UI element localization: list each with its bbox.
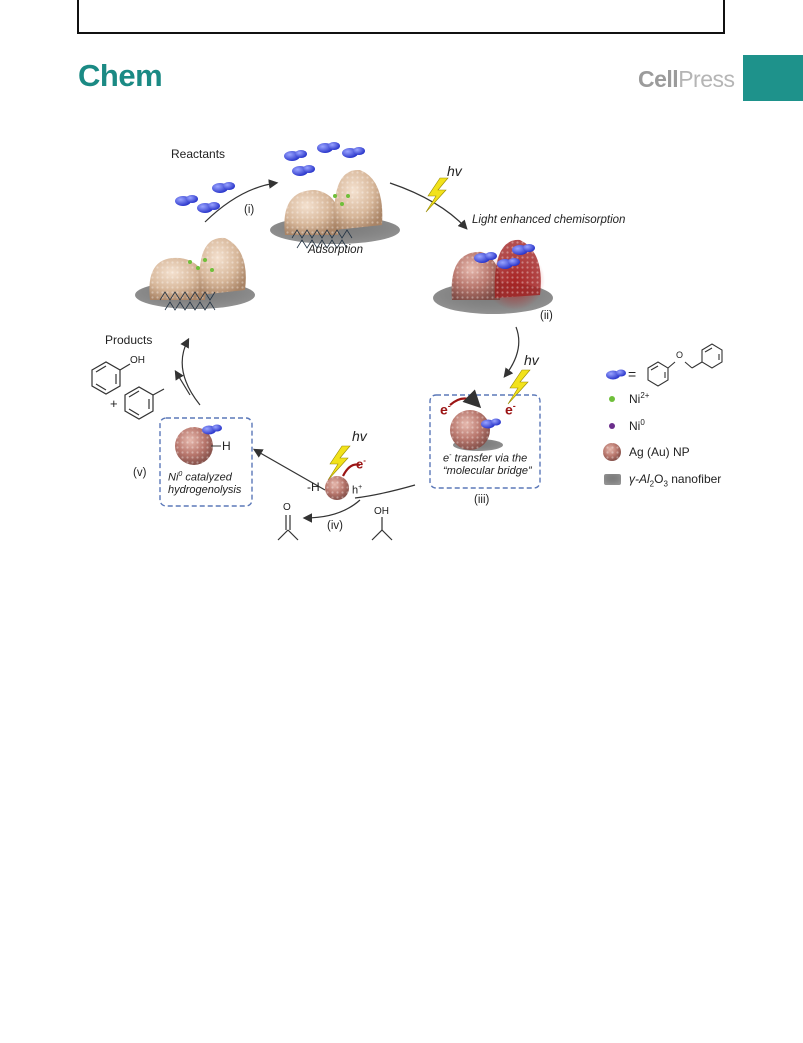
- publisher-logo-part1: Cell: [638, 66, 679, 92]
- step-v-label: (v): [133, 467, 147, 479]
- arrow-products-out: [174, 369, 191, 396]
- legend-ni0-charge: 0: [640, 418, 645, 427]
- step-v-box: [159, 417, 253, 507]
- publisher-logo: CellPress: [638, 66, 735, 93]
- isopropanol-structure: [371, 517, 393, 541]
- catalyst-initial: [135, 237, 255, 311]
- legend-np: Ag (Au) NP: [629, 445, 690, 459]
- legend-fiber-o: O: [654, 472, 664, 486]
- catalyst-electron-transfer: [449, 389, 503, 451]
- step-iii-label: (iii): [474, 494, 490, 506]
- electron-iv-label: e-: [356, 456, 366, 471]
- hole-charge: +: [358, 484, 363, 491]
- arrow-chemisorption: [389, 182, 468, 230]
- step-v-text-charge: 0: [178, 471, 183, 478]
- legend-equals: =: [628, 366, 637, 382]
- hydrogen-label: H: [222, 439, 231, 453]
- electron-right-letter: e: [505, 401, 513, 418]
- hv-label-1: hv: [447, 163, 462, 179]
- legend-fiber-al: γ-Al: [629, 472, 650, 486]
- adsorption-label: Adsorption: [308, 244, 363, 256]
- hole-label: h+: [352, 484, 362, 497]
- acetone-structure: [277, 515, 299, 541]
- section-tab: [743, 55, 803, 101]
- legend-ni0: Ni0: [629, 418, 645, 433]
- arrow-i: [204, 179, 279, 223]
- phenol-structure: [91, 361, 131, 395]
- electron-left-letter: e: [440, 401, 448, 418]
- benzyl-phenyl-ether-structure: [647, 343, 723, 387]
- legend-ni0-symbol: Ni: [629, 419, 641, 433]
- electron-right-label: e-: [505, 401, 516, 418]
- lightning-icon-1: [425, 177, 449, 213]
- step-i-label: (i): [244, 204, 255, 216]
- legend-fiber: γ-Al2O3 nanofiber: [629, 472, 721, 488]
- legend-ni2-symbol: Ni: [629, 392, 641, 406]
- arrow-iv-acetone: [302, 499, 361, 523]
- publisher-logo-part2: Press: [678, 66, 735, 92]
- hole-letter: h: [352, 484, 359, 497]
- reaction-cycle-figure: [91, 142, 723, 541]
- catalyst-chemisorption: [433, 239, 553, 314]
- arrow-ii-iii: [503, 326, 520, 378]
- legend-ni2-charge: 2+: [640, 391, 650, 400]
- legend-fiber-sub1: 2: [649, 479, 655, 489]
- isopropanol-oh-label: OH: [374, 506, 389, 517]
- electron-left-charge: -: [447, 401, 451, 411]
- reactant-molecules: [175, 142, 365, 213]
- step-iii-box: [429, 394, 541, 489]
- plus-sign: +: [110, 396, 118, 411]
- cycle-arrows: [174, 179, 520, 523]
- arrow-iii-iv: [354, 484, 416, 499]
- step-iii-text-line2: “molecular bridge”: [443, 465, 532, 477]
- legend-graphics: [603, 343, 723, 485]
- legend-fiber-sub2: 3: [663, 479, 668, 489]
- ni2-dot: [609, 396, 615, 402]
- step-v-text-rest: catalyzed: [182, 471, 232, 484]
- phenol-oh-label: OH: [130, 355, 145, 366]
- step-iii-text-rest: transfer via the: [451, 452, 528, 465]
- fiber-swatch: [604, 474, 621, 485]
- arrow-to-v: [252, 448, 326, 491]
- step-iv-label: (iv): [327, 520, 343, 532]
- catalyst-hole: [325, 463, 361, 500]
- acetone-o-label: O: [283, 502, 291, 513]
- electron-right-charge: -: [512, 401, 516, 411]
- step-v-text-line2: hydrogenolysis: [168, 484, 242, 496]
- step-iii-text-line1: e- transfer via the: [443, 452, 527, 465]
- journal-logo: Chem: [78, 58, 163, 93]
- page-top-border: [77, 0, 725, 34]
- reactants-label: Reactants: [171, 147, 226, 161]
- electron-iv-charge: -: [363, 456, 366, 465]
- step-iii-text-e: e: [443, 452, 450, 465]
- hv-label-3: hv: [352, 428, 367, 444]
- toluene-structure: [124, 386, 165, 420]
- electron-iv-letter: e: [356, 456, 364, 472]
- catalyst-hydrogenolysis: [175, 424, 222, 465]
- legend-ether-o: O: [676, 350, 684, 360]
- legend-fiber-rest: nanofiber: [667, 472, 722, 486]
- electron-left-label: e-: [440, 401, 451, 418]
- minus-h-label: -H: [307, 480, 320, 494]
- lightning-icon-3: [327, 445, 351, 481]
- step-v-text-line1: Ni0 catalyzed: [168, 471, 232, 484]
- step-ii-label: (ii): [540, 310, 553, 322]
- products-label: Products: [105, 333, 153, 347]
- hv-label-2: hv: [524, 352, 539, 368]
- catalyst-adsorption: [270, 169, 400, 249]
- step-iii-text-charge: -: [449, 452, 452, 459]
- light-chemisorption-label: Light enhanced chemisorption: [472, 214, 626, 226]
- lightning-icon-2: [507, 369, 531, 405]
- ni0-dot: [609, 423, 615, 429]
- arrow-v-products: [180, 337, 201, 406]
- lightning-bolts: [327, 177, 531, 481]
- legend-ni2: Ni2+: [629, 391, 649, 406]
- step-v-text-ni: Ni: [168, 471, 179, 484]
